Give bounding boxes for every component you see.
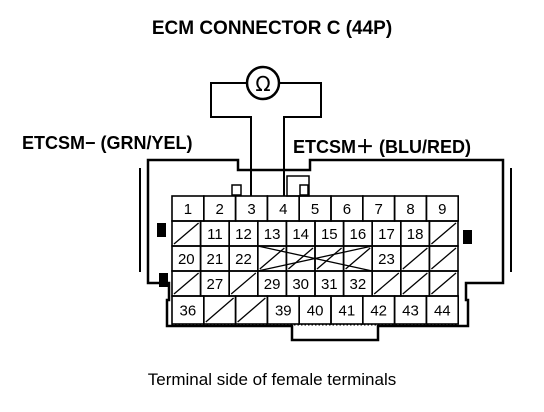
terminal-number: 1: [184, 201, 192, 218]
blank-cavity-hatch: [430, 247, 457, 270]
blank-cavity-hatch: [230, 272, 257, 295]
blank-cavity-hatch: [430, 272, 457, 295]
terminal-number: 3: [247, 201, 255, 218]
blank-region-cross: [257, 245, 373, 272]
terminal-number: 42: [370, 303, 387, 320]
probe-lead-minus: [210, 82, 252, 196]
terminal-number: 4: [279, 201, 287, 218]
probe-minus-label: ETCSM− (GRN/YEL): [22, 133, 193, 153]
terminal-number: 40: [307, 303, 324, 320]
blank-cavity-hatch: [430, 222, 457, 245]
blank-cavity-hatch: [316, 247, 343, 270]
terminal-number: 14: [292, 226, 309, 243]
caption: Terminal side of female terminals: [147, 370, 397, 389]
terminal-number: 11: [207, 226, 223, 243]
terminal-number: 22: [235, 251, 252, 268]
terminal-number: 18: [407, 226, 424, 243]
terminal-number: 31: [321, 276, 338, 293]
probe-plus-label: ETCSM＋ (BLU/RED): [293, 137, 471, 157]
terminal-number: 12: [235, 226, 252, 243]
terminal-number: 5: [311, 201, 319, 218]
terminal-number: 29: [264, 276, 281, 293]
terminal-number: 7: [375, 201, 383, 218]
terminal-number: 32: [350, 276, 367, 293]
terminal-number: 41: [339, 303, 356, 320]
blank-cavity-hatch: [173, 272, 200, 295]
terminal-number: 20: [178, 251, 195, 268]
terminal-number: 16: [350, 226, 367, 243]
terminal-number: 15: [321, 226, 338, 243]
terminal-number: 2: [216, 201, 224, 218]
terminal-number: 6: [343, 201, 351, 218]
terminal-number: 9: [438, 201, 446, 218]
terminal-number: 39: [275, 303, 292, 320]
blank-cavity-hatch: [205, 297, 235, 323]
terminal-number: 8: [406, 201, 414, 218]
terminal-number: 23: [378, 251, 395, 268]
connector-housing: [139, 158, 512, 342]
terminal-number: 21: [207, 251, 224, 268]
blank-cavity-hatch: [373, 272, 400, 295]
terminal-44: [425, 295, 459, 325]
blank-cavity-hatch: [402, 247, 428, 270]
blank-cavity-hatch: [173, 222, 200, 245]
diagram-title: ECM CONNECTOR C (44P): [151, 18, 393, 39]
terminal-number: 43: [402, 303, 419, 320]
terminal-number: 44: [434, 303, 451, 320]
probe-lead-plus: [279, 82, 322, 196]
blank-cavity-hatch: [402, 272, 428, 295]
terminal-number: 27: [207, 276, 224, 293]
blank-cavity-hatch: [287, 247, 314, 270]
blank-cavity-hatch: [237, 297, 266, 323]
ohm-symbol: Ω: [255, 72, 270, 96]
terminal-number: 17: [378, 226, 395, 243]
terminal-number: 36: [180, 303, 197, 320]
terminal-number: 30: [292, 276, 309, 293]
terminal-number: 13: [264, 226, 281, 243]
